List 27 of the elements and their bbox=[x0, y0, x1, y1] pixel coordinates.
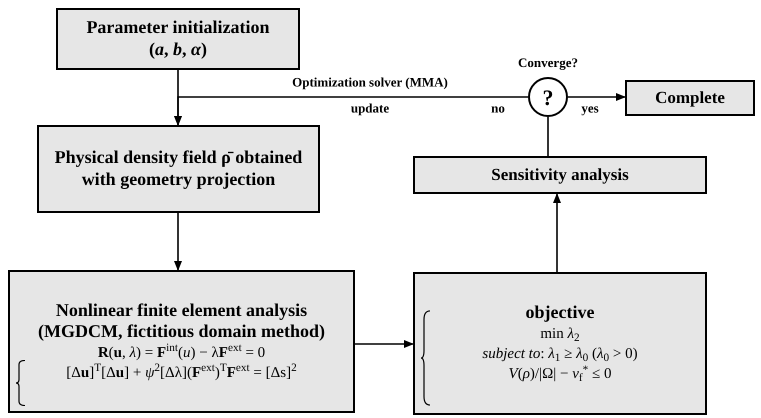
equation: R(u, λ) = F$^{int}$(u) − λF$^{ext}$ = 0 bbox=[98, 342, 266, 363]
equation: [Δu]$^{T}$[Δu] + ψ$^{2}$[Δλ](F$^{ext}$)$^{T}$F$^{ext}$ = [Δs]$^{2}$ bbox=[66, 363, 297, 384]
process-box bbox=[37, 125, 320, 213]
question-mark: ? bbox=[542, 84, 554, 112]
equation: V(ρ)/|Ω| − v$_{f}$$^{*}$ ≤ 0 bbox=[508, 364, 612, 385]
arrow bbox=[174, 96, 528, 126]
process-box bbox=[8, 270, 355, 413]
equation: min λ$_{2}$ bbox=[540, 324, 580, 344]
annotation-text: update bbox=[350, 99, 390, 118]
arrow bbox=[568, 93, 626, 101]
equation: subject to: λ$_{1}$ ≥ λ$_{0}$ (λ$_{0}$ > 0) bbox=[482, 345, 638, 364]
annotation-text: Optimization solver (MMA) bbox=[292, 73, 448, 92]
arrow bbox=[174, 213, 182, 271]
box-title: Complete bbox=[655, 88, 725, 108]
arrow bbox=[355, 340, 414, 348]
process-box bbox=[413, 156, 707, 194]
box-title: objective bbox=[526, 302, 594, 324]
box-title: Parameter initialization bbox=[86, 17, 270, 39]
process-box bbox=[56, 8, 300, 70]
box-title: Nonlinear finite element analysis (MGDCM, fictitious domain method) bbox=[37, 300, 326, 343]
box-title: Sensitivity analysis bbox=[491, 164, 629, 186]
process-box bbox=[625, 80, 755, 116]
node-caption: Converge? bbox=[518, 54, 578, 72]
box-text: (a, b, α) bbox=[149, 39, 207, 61]
box-title: Physical density field ρ̄ obtained with geometry projection bbox=[54, 147, 304, 191]
arrow bbox=[553, 193, 561, 272]
process-box bbox=[413, 272, 707, 415]
